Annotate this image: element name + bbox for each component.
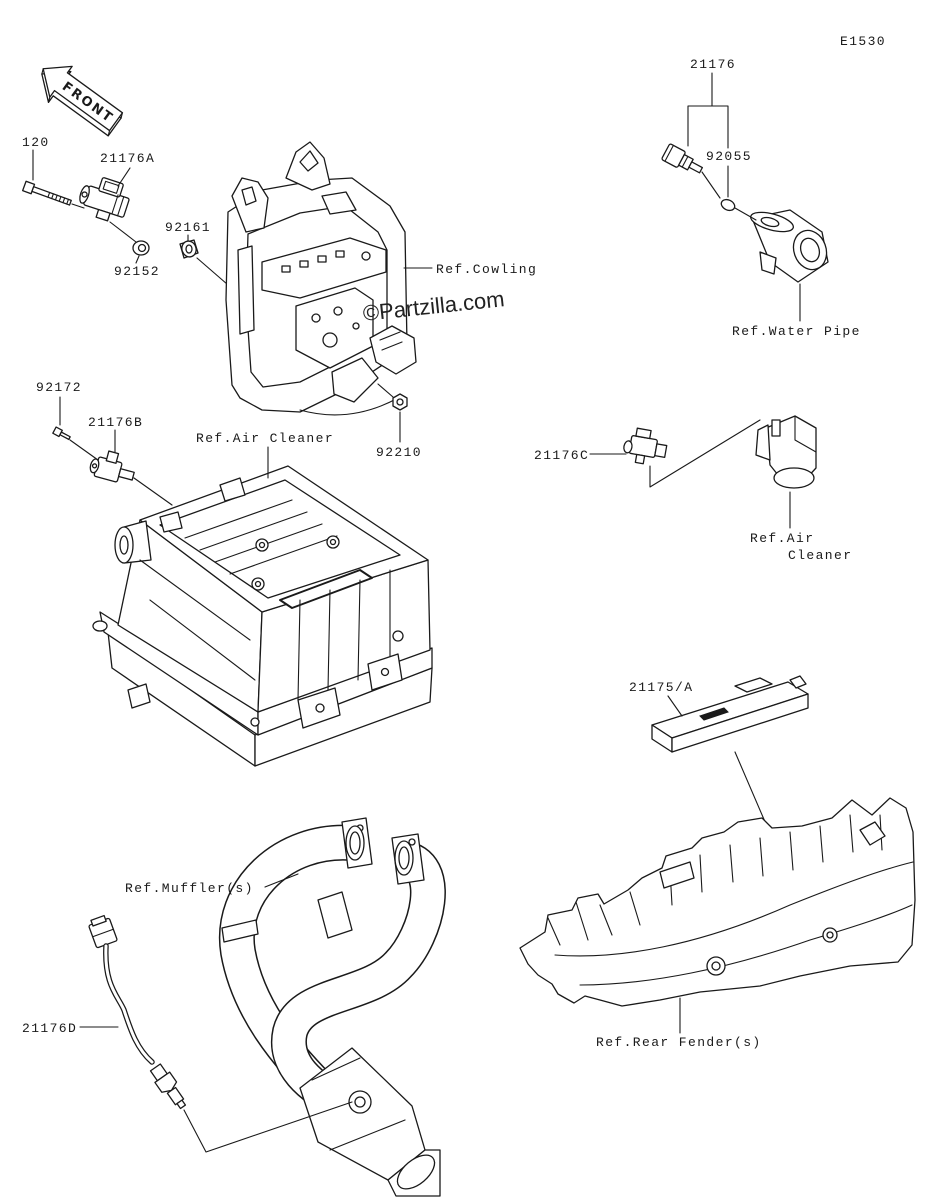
muffler-headers bbox=[218, 817, 446, 1197]
callout-92210: 92210 bbox=[376, 445, 422, 460]
callout-21176d: 21176D bbox=[22, 1021, 77, 1036]
leader-92152 bbox=[135, 255, 140, 264]
callout-21175a: 21175/A bbox=[629, 680, 693, 695]
assembly-line-bolt bbox=[71, 203, 137, 243]
sensor-21176a bbox=[79, 177, 130, 222]
ref-label-water-pipe: Ref.Water Pipe bbox=[732, 324, 861, 339]
sensor-21176b bbox=[89, 450, 135, 483]
leader-21176c bbox=[589, 419, 761, 488]
diagram-id: E1530 bbox=[840, 34, 886, 49]
leader-21176a bbox=[117, 167, 131, 187]
cowling-bracket bbox=[225, 141, 417, 416]
air-cleaner-fragment bbox=[755, 415, 817, 489]
sensor-21176 bbox=[661, 143, 704, 174]
ref-label-rear-fender: Ref.Rear Fender(s) bbox=[596, 1035, 762, 1050]
callout-21176: 21176 bbox=[690, 57, 736, 72]
o-ring-92055 bbox=[720, 198, 736, 212]
ref-label-air-cleaner: Ref.Air Cleaner bbox=[196, 431, 334, 446]
callout-120: 120 bbox=[22, 135, 50, 150]
sensor-21176c bbox=[623, 427, 668, 465]
water-pipe bbox=[749, 209, 829, 283]
leader-21176 bbox=[687, 72, 757, 221]
ecu-21175a bbox=[651, 675, 809, 753]
leader-21176d bbox=[79, 1026, 353, 1153]
bolt-120 bbox=[22, 180, 72, 206]
leader-92210 bbox=[377, 383, 401, 443]
washer-92152 bbox=[132, 240, 150, 256]
callout-92172: 92172 bbox=[36, 380, 82, 395]
ref-label-cowling: Ref.Cowling bbox=[436, 262, 537, 277]
callout-92055: 92055 bbox=[706, 149, 752, 164]
callout-21176c: 21176C bbox=[534, 448, 589, 463]
callout-21176b: 21176B bbox=[88, 415, 143, 430]
leader-92172 bbox=[59, 396, 99, 461]
air-cleaner-box bbox=[92, 465, 433, 767]
callout-92161: 92161 bbox=[165, 220, 211, 235]
callout-21176a: 21176A bbox=[100, 151, 155, 166]
leader-21176b bbox=[114, 429, 173, 506]
ref-label-air-cleaner-alt-line2: Cleaner bbox=[788, 548, 852, 563]
screw-92172 bbox=[52, 426, 71, 441]
rear-fender bbox=[519, 797, 916, 1007]
callout-92152: 92152 bbox=[114, 264, 160, 279]
ref-label-air-cleaner-alt-line1: Ref.Air bbox=[750, 531, 814, 546]
leader-mufflers bbox=[264, 873, 299, 888]
front-arrow-icon: FRONT bbox=[41, 65, 124, 137]
nut-92210 bbox=[392, 393, 408, 411]
o2-sensor-21176d bbox=[88, 914, 187, 1110]
grommet-92161 bbox=[179, 239, 199, 259]
ref-label-mufflers: Ref.Muffler(s) bbox=[125, 881, 254, 896]
